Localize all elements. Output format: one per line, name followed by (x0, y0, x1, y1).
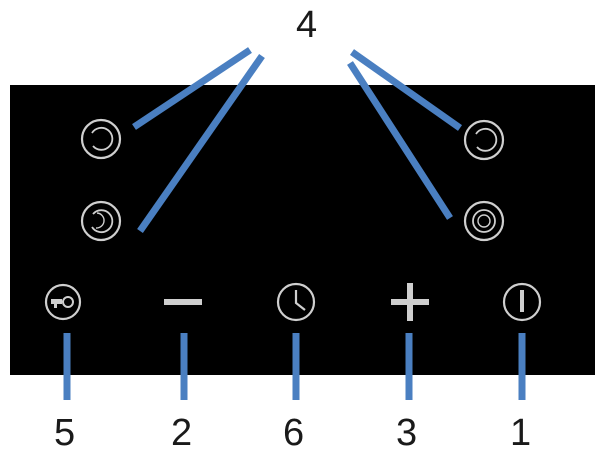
zone-rear-right-icon[interactable] (463, 119, 505, 161)
callout-minus: 2 (171, 412, 193, 454)
leader-line (347, 61, 453, 220)
bottom-leader-lines (63, 333, 526, 400)
leader-line (132, 47, 252, 130)
callout-timer: 6 (283, 412, 305, 454)
leader-line (137, 53, 265, 234)
callout-lock: 5 (54, 412, 76, 454)
minus-icon[interactable] (164, 299, 202, 305)
power-icon[interactable] (502, 282, 542, 322)
callout-plus: 3 (396, 412, 418, 454)
zone-leader-lines (132, 47, 463, 234)
zone-front-right-icon[interactable] (463, 200, 505, 242)
leader-line (349, 49, 463, 131)
clock-icon[interactable] (276, 282, 316, 322)
zone-front-left-icon[interactable] (80, 200, 122, 242)
callout-zones: 4 (296, 4, 318, 46)
zone-rear-left-icon[interactable] (80, 118, 122, 160)
plus-icon[interactable] (391, 283, 429, 321)
callout-power: 1 (510, 412, 532, 454)
key-lock-icon[interactable] (44, 283, 82, 321)
